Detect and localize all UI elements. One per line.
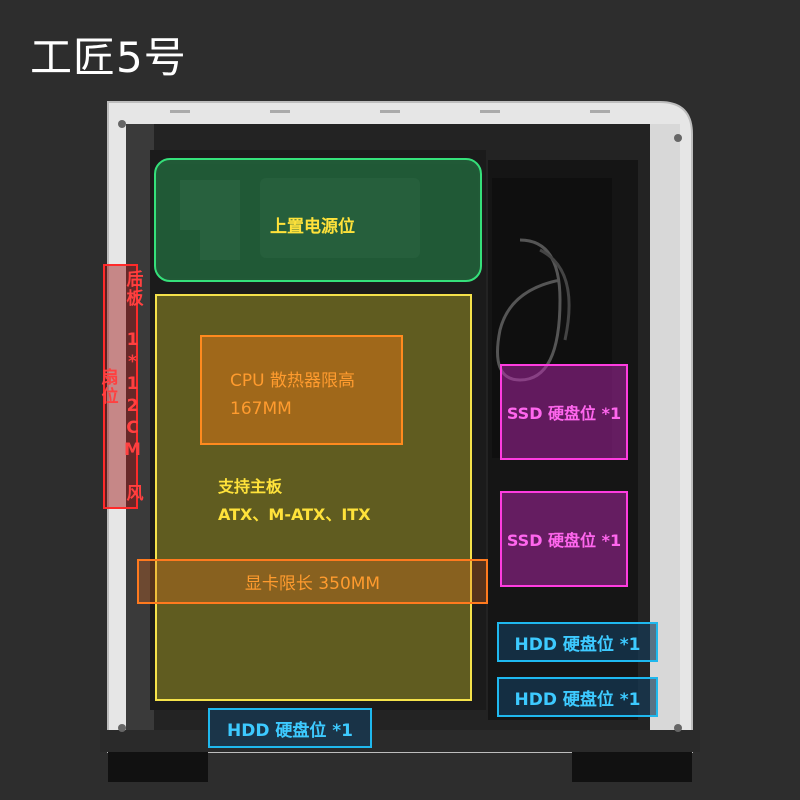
gpu-length-zone: 显卡限长 350MM (137, 559, 488, 604)
case-foot-left (108, 752, 208, 782)
page-title: 工匠5号 (30, 33, 187, 82)
cpu-label-line1: CPU 散热器限高 (230, 371, 355, 391)
screw (118, 724, 126, 732)
hdd-bay-2-label: HDD 硬盘位 *1 (514, 689, 641, 710)
psu-label: 上置电源位 (270, 217, 355, 237)
hdd-bay-2: HDD 硬盘位 *1 (497, 677, 658, 717)
psu-zone: 上置电源位 (154, 158, 482, 282)
cpu-label-line2: 167MM (230, 399, 292, 419)
ssd-bay-1-label: SSD 硬盘位 *1 (506, 404, 622, 423)
rear-fan-label: 后板 1*12CM 风扇位 (97, 270, 143, 503)
screw (674, 724, 682, 732)
ssd-bay-1: SSD 硬盘位 *1 (500, 364, 628, 460)
ssd-bay-2-label: SSD 硬盘位 *1 (506, 531, 622, 550)
left-panel-edge (126, 124, 154, 730)
hdd-bay-1: HDD 硬盘位 *1 (497, 622, 658, 662)
motherboard-label-line2: ATX、M-ATX、ITX (218, 505, 371, 524)
screw (118, 120, 126, 128)
rear-fan-zone: 后板 1*12CM 风扇位 (98, 264, 143, 509)
cable-loop (496, 238, 562, 382)
motherboard-label: 支持主板 ATX、M-ATX、ITX (218, 473, 371, 529)
motherboard-label-line1: 支持主板 (218, 477, 283, 496)
hdd-bay-3: HDD 硬盘位 *1 (208, 708, 372, 748)
hdd-bay-1-label: HDD 硬盘位 *1 (514, 634, 641, 655)
ssd-bay-2: SSD 硬盘位 *1 (500, 491, 628, 587)
cpu-cooler-zone: CPU 散热器限高 167MM (200, 335, 403, 445)
screw (674, 134, 682, 142)
gpu-label: 显卡限长 350MM (244, 574, 381, 594)
case-foot-right (572, 752, 692, 782)
motherboard-zone (155, 294, 472, 701)
hdd-bay-3-label: HDD 硬盘位 *1 (226, 720, 353, 741)
